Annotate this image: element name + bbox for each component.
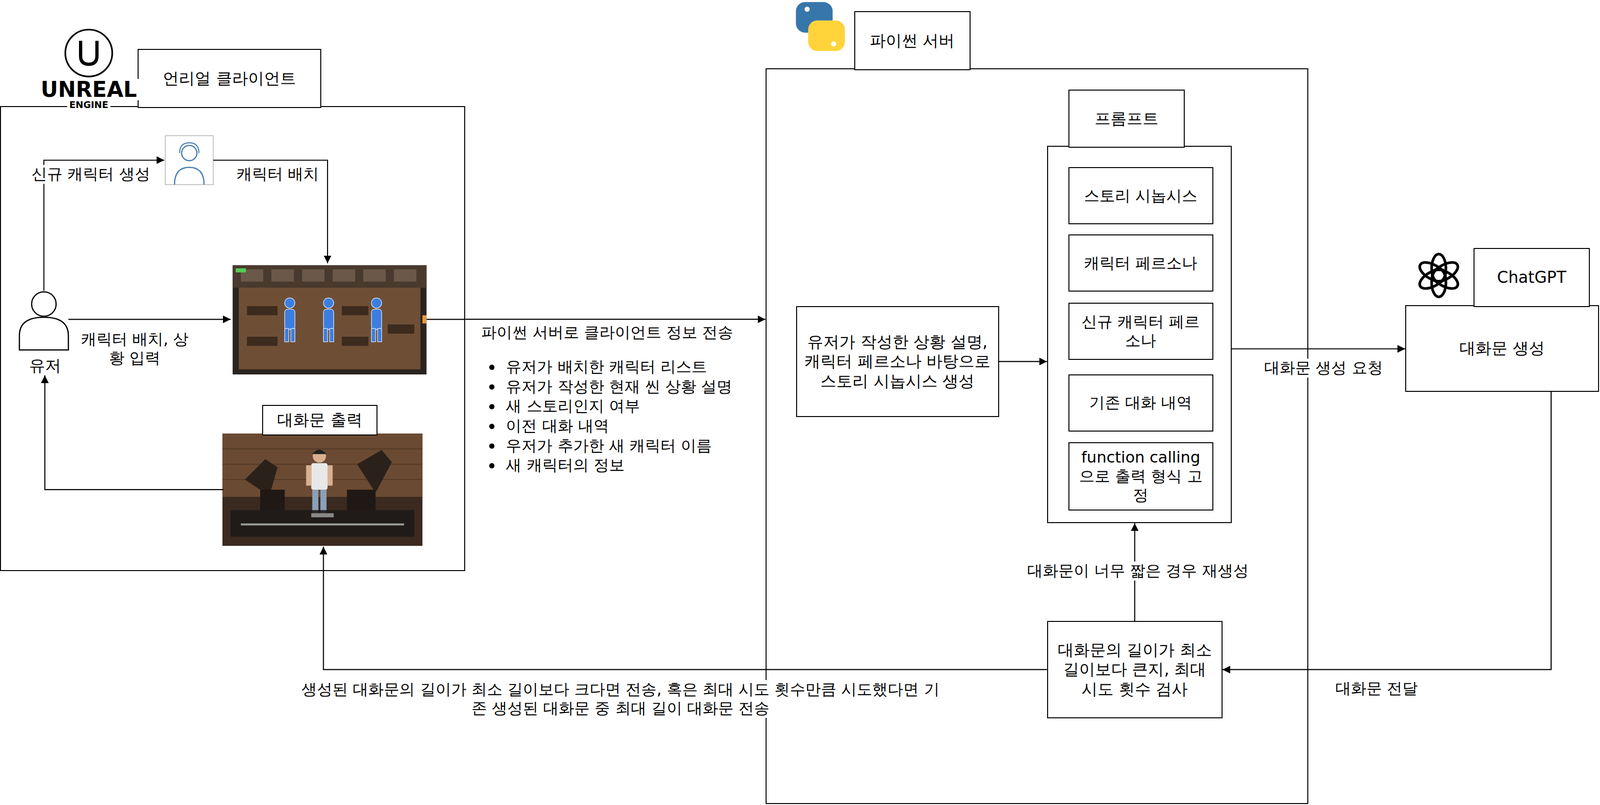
character-icon [165, 135, 214, 185]
unreal-logo [65, 29, 113, 77]
connector [999, 360, 1048, 362]
tab-heading: ChatGPT [1473, 248, 1590, 308]
output-screen: 대화문 출력 [223, 434, 424, 548]
node-text: 대화문의 길이가 최소 길이보다 큰지, 최대 시도 횟수 검사 [1053, 640, 1216, 700]
bullet-item: 유저가 배치한 캐릭터 리스트 [503, 358, 709, 377]
tab-heading: 프롬프트 [1068, 89, 1185, 148]
connector [465, 318, 766, 320]
bullet-item: 유저가 작성한 현재 씬 상황 설명 [503, 377, 735, 397]
edge-label: 대화문 생성 요청 [1262, 359, 1385, 378]
node-text: 캐릭터 페르소나 [1083, 253, 1198, 273]
bullet-item: 새 캐릭터의 정보 [503, 456, 627, 476]
prompt-item: 기존 대화 내역 [1068, 374, 1214, 432]
node-text: 신규 캐릭터 페르소나 [1075, 312, 1207, 351]
process-box: 유저가 작성한 상황 설명, 캐릭터 페르소나 바탕으로 스토리 시놉시스 생성 [796, 306, 1000, 418]
edge-label: 파이썬 서버로 클라이언트 정보 전송 [479, 323, 736, 343]
scene-screenshot [232, 265, 427, 375]
openai-logo [1416, 254, 1461, 298]
edge-label: 대화문 전달 [1333, 679, 1420, 699]
node-text: 스토리 시놉시스 [1083, 186, 1198, 206]
connector [1231, 348, 1406, 350]
bullet-item: 이전 대화 내역 [503, 417, 611, 437]
node-text: 기존 대화 내역 [1089, 393, 1193, 413]
check-box: 대화문의 길이가 최소 길이보다 큰지, 최대 시도 횟수 검사 [1047, 621, 1223, 719]
prompt-item: 스토리 시놉시스 [1068, 167, 1214, 225]
annotation: 캐릭터 배치 [234, 165, 321, 185]
annotation: 신규 캐릭터 생성 [29, 165, 152, 185]
node-text: 유저가 작성한 상황 설명, 캐릭터 페르소나 바탕으로 스토리 시놉시스 생성 [802, 332, 993, 392]
output-screenshot [222, 433, 423, 547]
node-text: function calling으로 출력 형식 고정 [1075, 448, 1207, 505]
connector [45, 375, 224, 490]
logo-text: ENGINE [67, 99, 110, 110]
llm-box: ChatGPT대화문 생성 [1405, 305, 1600, 393]
tab-heading: 대화문 출력 [262, 405, 378, 436]
logo-text: UNREAL [38, 78, 140, 101]
connector [323, 547, 1047, 671]
edge-label: 생성된 대화문의 길이가 최소 길이보다 크다면 전송, 혹은 최대 시도 횟수… [294, 680, 948, 719]
user-icon [19, 291, 69, 350]
connector [1222, 392, 1552, 671]
prompt-item: 캐릭터 페르소나 [1068, 234, 1214, 292]
prompt-item: function calling으로 출력 형식 고정 [1068, 442, 1214, 511]
tab-heading: 언리얼 클라이언트 [137, 48, 322, 109]
edge-label: 대화문이 너무 짧은 경우 재생성 [1025, 562, 1251, 581]
user-actor: 유저 [16, 289, 74, 376]
bullet-item: 우저가 추가한 새 캐릭터 이름 [503, 436, 714, 456]
tab-heading: 파이썬 서버 [854, 11, 971, 71]
node-text: 유저 [29, 356, 62, 376]
bullet-item: 새 스토리인지 여부 [503, 397, 642, 417]
python-logo [796, 1, 846, 51]
annotation: 캐릭터 배치, 상황 입력 [78, 329, 191, 368]
bullet-dots [489, 364, 495, 469]
node-text: 대화문 생성 [1459, 338, 1545, 359]
prompt-item: 신규 캐릭터 페르소나 [1068, 302, 1214, 361]
prompt-container: 프롬프트스토리 시놉시스캐릭터 페르소나신규 캐릭터 페르소나기존 대화 내역f… [1047, 145, 1232, 524]
